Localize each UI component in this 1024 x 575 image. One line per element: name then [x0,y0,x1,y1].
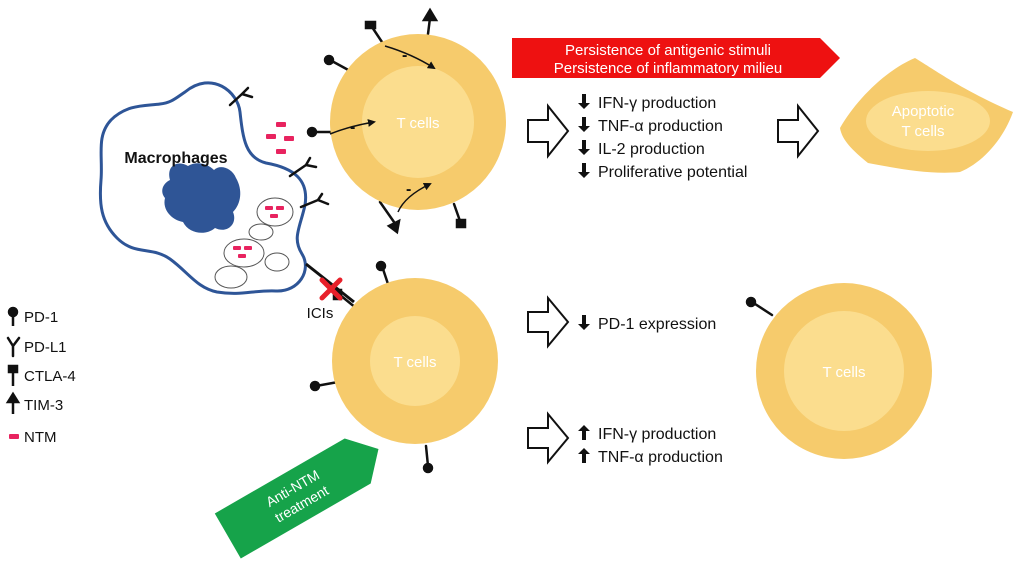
apoptotic-label-line2: T cells [901,123,944,140]
t-cell-bottom: T cells [309,260,498,474]
effect-text: PD-1 expression [598,316,716,333]
legend-item-ctla4: CTLA-4 [7,364,76,386]
effect-item: IL-2 production [578,140,705,158]
legend-item-ntm: NTM [9,429,57,446]
apoptotic-t-cell: Apoptotic T cells [840,58,1013,173]
effect-text: IFN-γ production [598,426,716,443]
ici-blockade: ICIs [307,277,343,322]
effect-text: Proliferative potential [598,164,747,181]
t-cell-top-receptors [306,7,467,235]
pdl1-to-pd1-link [305,262,355,304]
inhibitory-signal-arrow [384,45,436,70]
green-banner: Anti-NTM treatment [214,438,379,559]
vacuole [256,197,294,227]
arrow-up-icon [578,448,590,463]
effect-item: PD-1 expression [578,315,716,333]
t-cell-top-nucleus [362,66,474,178]
t-cell-right-nucleus [784,311,904,431]
macrophage-nucleus [162,163,241,233]
macrophage-label: Macrophages [124,150,227,167]
ici-cross-icon [319,277,343,301]
tim3-icon [5,391,21,414]
vacuole [264,252,290,272]
ctla4-icon [7,364,19,386]
ntm-extracellular [266,122,294,154]
t-cell-right-receptors [745,296,774,317]
apoptotic-label-line1: Apoptotic [892,103,955,120]
legend: PD-1 PD-L1 CTLA-4 TIM-3 NTM [5,306,76,446]
legend-item-pdl1: PD-L1 [6,336,67,358]
minus-sign: - [350,119,355,136]
minus-sign: - [406,181,411,198]
arrow-effects-to-apoptotic [777,103,820,159]
effect-text: IFN-γ production [598,95,716,112]
legend-item-pd1: PD-1 [7,306,58,326]
mid-effects-list: PD-1 expression [578,315,716,333]
arrow-down-icon [578,140,590,155]
arrow-mid-to-effects [527,295,570,349]
vacuole [248,223,274,241]
t-cell-right-label: T cells [822,364,865,381]
pdl1-receptors [228,86,330,209]
macrophage: Macrophages [98,81,355,304]
arrow-bottom-to-effects [527,411,570,465]
apoptotic-t-cell-nucleus [866,91,990,151]
t-cell-top: T cells - - - [306,7,506,235]
t-cell-top-label: T cells [396,115,439,132]
t-cell-right: T cells [745,283,932,459]
arrow-down-icon [578,315,590,330]
inhibitory-signal-arrow [397,182,432,213]
vacuole [223,238,265,268]
effect-item: TNF-α production [578,448,723,466]
effect-item: IFN-γ production [578,425,716,443]
effect-item: Proliferative potential [578,163,747,181]
arrow-down-icon [578,117,590,132]
hollow-arrows [527,103,820,465]
legend-label: NTM [24,429,57,446]
legend-label: PD-L1 [24,339,67,356]
red-banner-line1: Persistence of antigenic stimuli [565,42,771,59]
pdl1-icon [6,336,21,358]
effect-item: TNF-α production [578,117,723,135]
effect-text: TNF-α production [598,118,723,135]
legend-label: CTLA-4 [24,368,76,385]
inhibitory-signal-arrow [329,119,376,135]
arrow-down-icon [578,163,590,178]
legend-item-tim3: TIM-3 [5,391,63,414]
t-cell-bottom-label: T cells [393,354,436,371]
effect-item: IFN-γ production [578,94,716,112]
vacuole [214,265,248,289]
arrow-top-to-effects [527,103,570,159]
t-cell-bottom-nucleus [370,316,460,406]
red-banner-line2: Persistence of inflammatory milieu [554,60,782,77]
pd1-icon [7,306,19,326]
red-banner: Persistence of antigenic stimuli Persist… [512,38,840,78]
ntm-icon [9,434,19,439]
minus-sign: - [402,47,407,64]
ntm-cluster [233,206,284,258]
effect-text: TNF-α production [598,449,723,466]
effect-text: IL-2 production [598,141,705,158]
icis-label: ICIs [307,305,334,322]
legend-label: TIM-3 [24,397,63,414]
legend-label: PD-1 [24,309,58,326]
arrow-up-icon [578,425,590,440]
arrow-down-icon [578,94,590,109]
